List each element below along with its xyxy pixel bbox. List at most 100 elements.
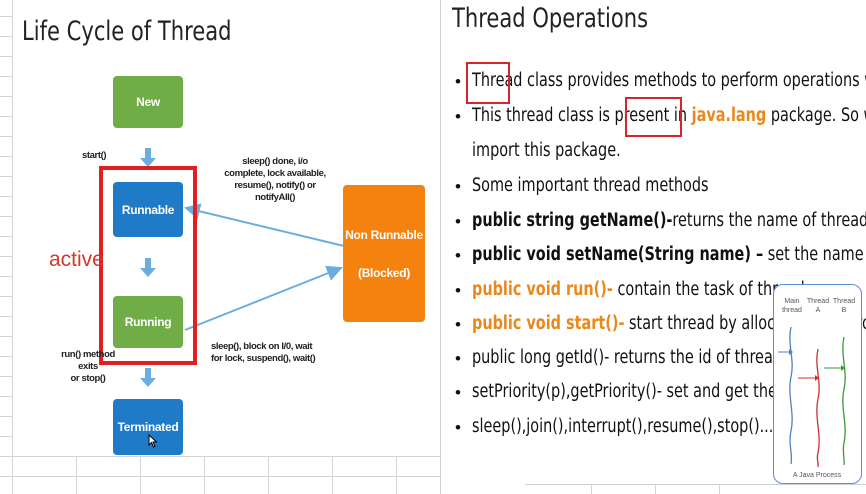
grid-line [0,56,12,57]
mouse-cursor-icon [148,434,158,448]
grid-line [0,456,440,457]
state-terminated-label: Terminated [117,420,179,434]
diagram-arrows [140,148,345,387]
java-lang-highlight-box [625,97,682,137]
arrow-new-to-runnable [140,148,156,167]
java-process-caption: A Java Process [792,472,842,479]
active-highlight-frame [99,166,197,365]
block-label-line: sleep(), block on I/0, wait [211,341,313,352]
grid-line [0,216,12,217]
grid-line [332,456,333,494]
grid-line [76,456,77,494]
grid-line [525,484,866,485]
bullet: • [455,107,461,126]
bullet: • [455,212,461,231]
grid-line [0,396,12,397]
line-10: setPriority(p),getPriority()- set and ge… [472,381,837,402]
grid-line [0,336,12,337]
grid-line [0,16,12,17]
state-runnable: Runnable [113,182,183,237]
grid-line [0,196,12,197]
grid-line [268,456,269,494]
grid-line [0,36,12,37]
line-3: import this package. [472,140,621,161]
method-setname: public void setName(String name) – [472,244,764,265]
line-11: sleep(),join(),interrupt(),resume(),stop… [472,416,796,437]
left-slide: Life Cycle of Thread New Runnable Runnin… [0,0,440,494]
grid-line [0,76,12,77]
grid-line [204,456,205,494]
exit-transition-label: run() method exits or stop() [56,349,120,385]
grid-line [0,176,12,177]
arrow-running-to-blocked [184,265,343,331]
bullet: • [455,349,461,368]
state-running: Running [113,296,183,348]
grid-line [0,436,12,437]
wake-label-line: resume(), notify() or notifyAll() [234,180,316,203]
bullet: • [455,281,461,300]
wake-transition-label: sleep() done, i/o complete, lock availab… [216,156,334,204]
arrow-running-to-terminated [140,368,156,387]
thread-b-label: Thread B [832,297,856,315]
active-label: active [49,248,104,271]
arrow-blocked-to-runnable [184,203,345,247]
line-2-text: This thread class is present in [472,105,692,126]
slide-title: Thread Operations [452,3,649,34]
exit-label-line: run() method [61,349,115,360]
grid-line [0,316,12,317]
exit-label-line: or stop() [70,373,106,384]
right-slide: Thread Operations • Thread class provide… [441,0,866,494]
grid-line [0,236,12,237]
main-thread-label: Main thread [780,297,804,315]
line-2-tail: package. So we don’t need to [770,105,866,126]
bullet: • [455,418,461,437]
grid-line [0,376,12,377]
blocked-label: (Blocked) [358,265,410,280]
grid-line [396,456,397,494]
block-label-line: for lock, suspend(), wait() [211,353,316,364]
grid-line [0,96,12,97]
grid-line [0,356,12,357]
method-getname-desc: returns the name of thread [672,210,866,231]
grid-line [0,256,12,257]
line-4: Some important thread methods [472,175,709,196]
thread-a-line: Thread [806,298,830,305]
line-9: public long getId()- returns the id of t… [472,347,787,368]
grid-line [0,416,12,417]
state-non-runnable: Non Runnable (Blocked) [343,185,425,322]
main-thread-line: thread [782,307,802,314]
start-label: start() [82,150,107,161]
grid-line [0,296,12,297]
grid-line [0,156,12,157]
wake-label-line: complete, lock available, [224,168,326,179]
thread-timeline-illustration [778,326,846,468]
grid-line [655,484,656,494]
block-transition-label: sleep(), block on I/0, wait for lock, su… [211,341,316,365]
thread-a-line: A [815,307,821,314]
thread-highlight-box [466,62,510,104]
grid-line [12,0,13,494]
thread-a-label: Thread A [806,297,830,315]
line-1-text: class provides methods to perform operat… [527,70,866,91]
line-5: public string getName()-returns the name… [472,210,866,231]
line-2: This thread class is present in java.lan… [472,105,866,126]
slide-title: Life Cycle of Thread [22,16,232,47]
bullet: • [455,246,461,265]
grid-line [591,484,592,494]
arrow-runnable-to-running [140,258,156,277]
non-runnable-label: Non Runnable [345,227,423,242]
wake-label-line: sleep() done, i/o [242,156,308,167]
exit-label-line: exits [78,361,98,372]
line-6: public void setName(String name) – set t… [472,244,866,265]
slide-divider [440,0,441,494]
bullet: • [455,177,461,196]
bullet: • [455,383,461,402]
line-1: Thread class provides methods to perform… [472,70,866,91]
bullet: • [455,315,461,334]
grid-line [140,456,141,494]
main-thread-line: Main [784,298,800,305]
state-terminated: Terminated [113,399,183,455]
grid-line [0,136,12,137]
java-process-inset: Main thread Thread A Thread B A Java Pro… [773,284,862,484]
method-run: public void run()- [472,279,613,300]
